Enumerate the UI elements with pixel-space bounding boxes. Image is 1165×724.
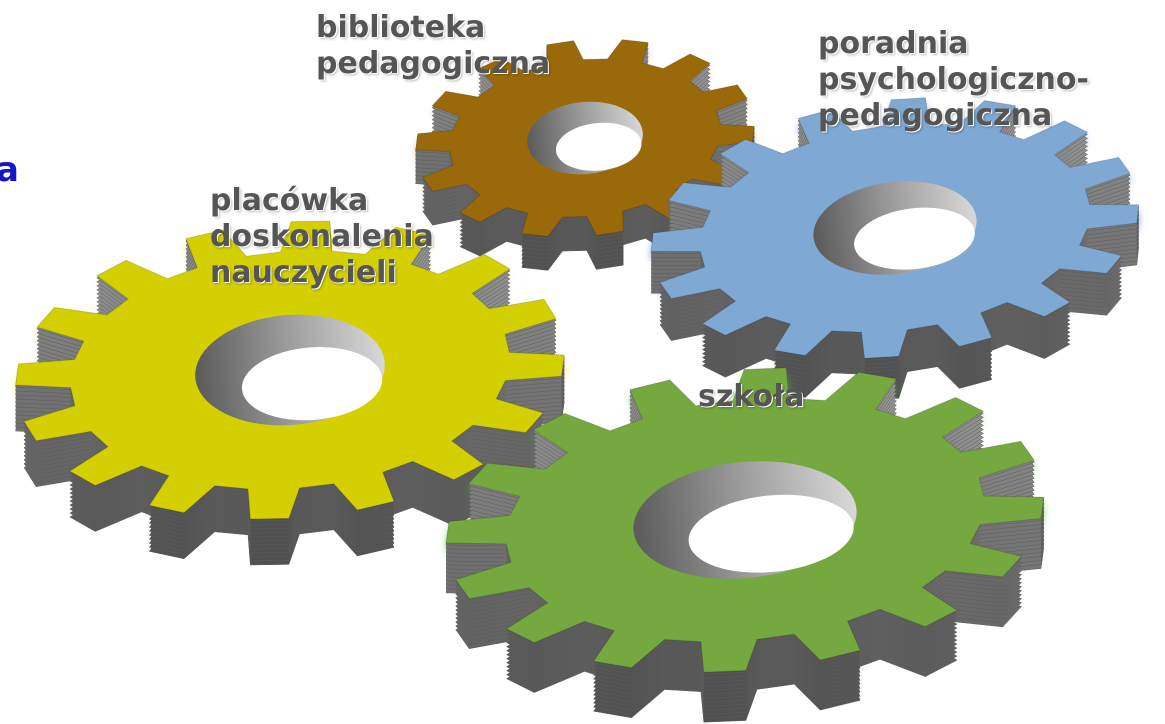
edge-text-fragment: a [0,150,19,190]
label-placowka-doskonalenia-nauczycieli: placówka doskonalenia nauczycieli [210,183,434,291]
label-poradnia-psychologiczno-pedagogiczna: poradnia psychologiczno- pedagogiczna [818,26,1089,134]
label-szkola: szkoła [698,379,804,415]
label-biblioteka-pedagogiczna: biblioteka pedagogiczna [316,10,550,82]
